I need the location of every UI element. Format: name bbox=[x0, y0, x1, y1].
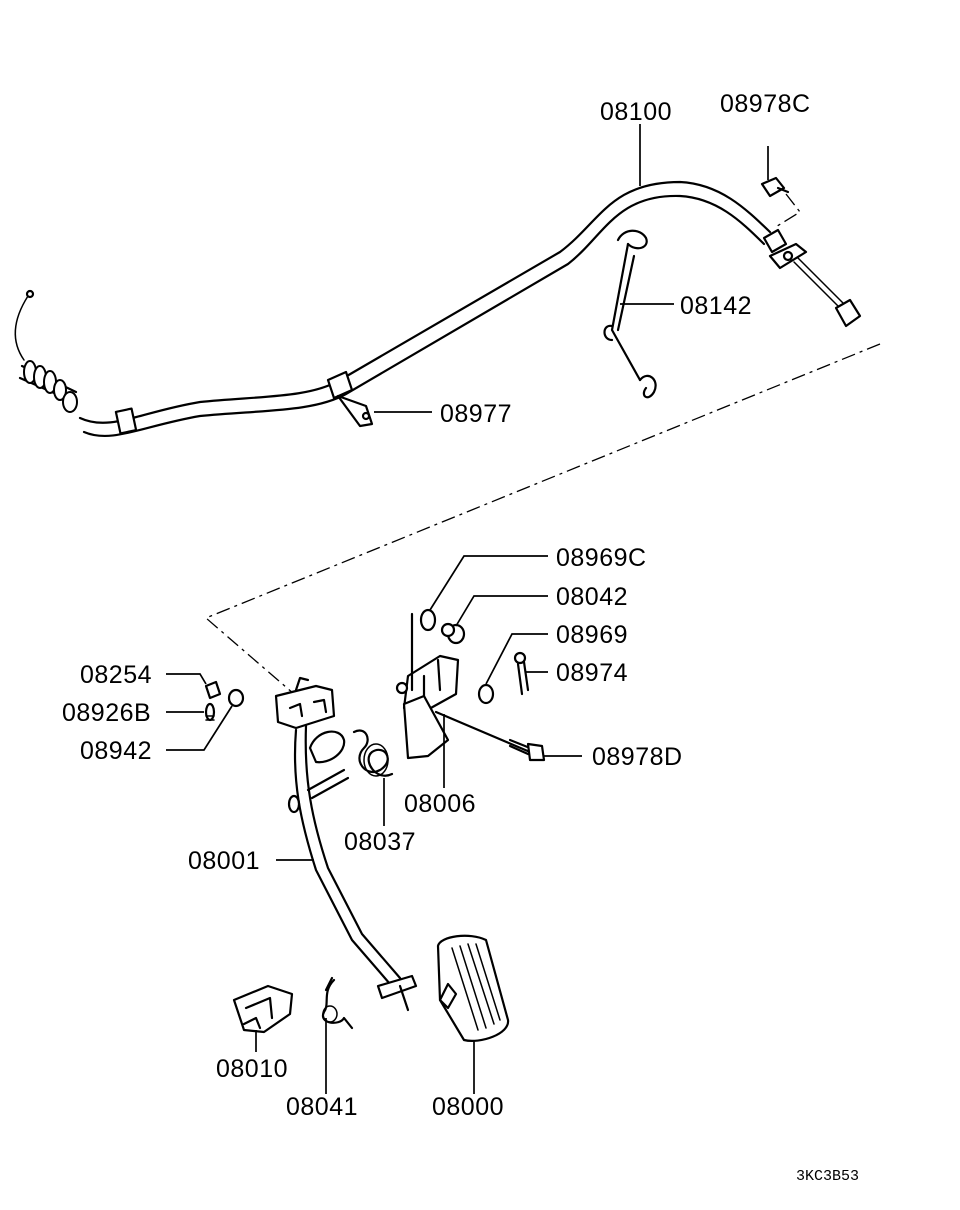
label-08001: 08001 bbox=[188, 847, 260, 875]
label-08974: 08974 bbox=[556, 659, 628, 687]
leader-lines bbox=[166, 124, 769, 1094]
pedal-arm-08001 bbox=[274, 676, 418, 1012]
label-08978c: 08978C bbox=[720, 90, 811, 118]
washer-08969 bbox=[477, 683, 495, 705]
bush-08942 bbox=[227, 688, 245, 708]
label-08969c: 08969C bbox=[556, 544, 647, 572]
bush-08042 bbox=[440, 622, 466, 645]
spring-08041 bbox=[321, 976, 354, 1030]
label-08042: 08042 bbox=[556, 583, 628, 611]
label-08942: 08942 bbox=[80, 737, 152, 765]
wire-bracket-08142 bbox=[603, 229, 657, 399]
label-08969: 08969 bbox=[556, 621, 628, 649]
label-08254: 08254 bbox=[80, 661, 152, 689]
pin-08974 bbox=[513, 651, 530, 696]
label-08926b: 08926B bbox=[62, 699, 151, 727]
foot-pad-08000 bbox=[436, 934, 510, 1042]
label-08006: 08006 bbox=[404, 790, 476, 818]
label-08100: 08100 bbox=[600, 98, 672, 126]
bolt-08978d bbox=[434, 710, 546, 762]
cover-08010 bbox=[232, 984, 294, 1034]
bolt-08978c bbox=[760, 176, 801, 229]
label-08010: 08010 bbox=[216, 1055, 288, 1083]
label-08041: 08041 bbox=[286, 1093, 358, 1121]
label-08142: 08142 bbox=[680, 292, 752, 320]
assembly-guide-line bbox=[204, 343, 881, 695]
stopper-08254 bbox=[204, 680, 222, 700]
figure-code: 3KC3B53 bbox=[796, 1168, 859, 1185]
washer-08969c bbox=[419, 608, 437, 632]
label-08037: 08037 bbox=[344, 828, 416, 856]
label-08978d: 08978D bbox=[592, 743, 683, 771]
accelerator-cable bbox=[14, 180, 862, 438]
label-08977: 08977 bbox=[440, 400, 512, 428]
return-spring-08037 bbox=[352, 729, 394, 777]
bracket-08006 bbox=[395, 612, 460, 760]
part-labels: 08100 08978C 08142 08977 08969C 08042 08… bbox=[62, 90, 859, 1185]
label-08000: 08000 bbox=[432, 1093, 504, 1121]
bolt-08926b bbox=[204, 702, 216, 722]
